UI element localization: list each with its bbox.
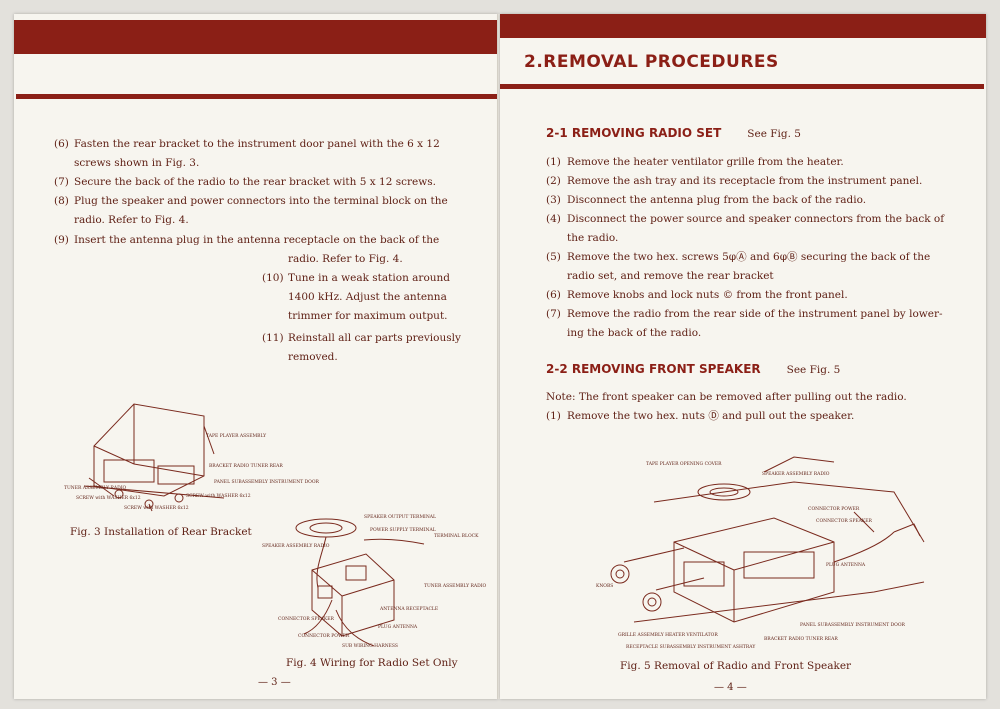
step-text: radio set, and remove the rear bracket [567, 270, 774, 282]
fig4-label: SUB WIRING HARNESS [342, 644, 399, 649]
step-text: Remove the two hex. nuts Ⓓ and pull out … [567, 410, 855, 422]
step-text: Remove the radio from the rear side of t… [567, 308, 943, 320]
fig3-label: SCREW with WASHER 6x12 [124, 506, 189, 511]
step-text: Remove knobs and lock nuts © from the fr… [567, 289, 848, 301]
step-text: Fasten the rear bracket to the instrumen… [74, 138, 440, 150]
fig5-caption: Fig. 5 Removal of Radio and Front Speake… [620, 660, 852, 672]
step-text: trimmer for maximum output. [288, 310, 448, 322]
step-text: Reinstall all car parts previously [288, 332, 461, 344]
step-number: (9) [54, 234, 69, 246]
step-number: (8) [54, 195, 69, 207]
fig3-label: BRACKET RADIO TUNER REAR [209, 464, 283, 469]
step-text: Tune in a weak station around [288, 272, 451, 284]
binding-fold [497, 14, 501, 699]
fig5-label: GRILLE ASSEMBLY HEATER VENTILATOR [618, 633, 718, 638]
fig3-label: TAPE PLAYER ASSEMBLY [206, 434, 267, 439]
fig4-label: TUNER ASSEMBLY RADIO [424, 584, 487, 589]
fig4-caption: Fig. 4 Wiring for Radio Set Only [286, 657, 458, 669]
step-text: Disconnect the power source and speaker … [567, 213, 945, 225]
fig5-label: CONNECTOR POWER [808, 507, 860, 512]
header-rule [16, 94, 498, 99]
fig4-label: SPEAKER ASSEMBLY RADIO [262, 544, 330, 549]
fig5-label: SPEAKER ASSEMBLY RADIO [762, 472, 830, 477]
section-title: 2-1 REMOVING RADIO SET [546, 126, 722, 140]
fig3-caption: Fig. 3 Installation of Rear Bracket [70, 526, 252, 538]
note-text: Note: The front speaker can be removed a… [546, 391, 907, 403]
header-rule [500, 84, 984, 89]
step-text: 1400 kHz. Adjust the antenna [288, 291, 447, 303]
fig5-label: KNOBS [596, 584, 614, 589]
step-text: removed. [288, 351, 338, 363]
section-title: 2-2 REMOVING FRONT SPEAKER [546, 362, 761, 376]
fig4-label: SPEAKER OUTPUT TERMINAL [364, 515, 437, 520]
step-number: (2) [546, 175, 561, 187]
step-text: Secure the back of the radio to the rear… [74, 176, 436, 188]
step-number: (4) [546, 213, 561, 225]
step-text: Disconnect the antenna plug from the bac… [567, 194, 867, 206]
section-2-1-heading: 2-1 REMOVING RADIO SET See Fig. 5 [546, 126, 801, 140]
step-text: ing the back of the radio. [567, 327, 702, 339]
right-page: 2.REMOVAL PROCEDURES 2-1 REMOVING RADIO … [500, 14, 986, 699]
step-text: radio. Refer to Fig. 4. [74, 214, 189, 226]
fig5-illustration [610, 456, 925, 623]
page-number: — 3 — [258, 677, 291, 688]
fig4-label: CONNECTOR SPEAKER [278, 617, 334, 622]
fig3-label: PANEL SUBASSEMBLY INSTRUMENT DOOR [214, 480, 319, 485]
fig3-label: SCREW with WASHER 6x12 [76, 496, 141, 501]
header-band [500, 14, 986, 38]
see-fig-ref: See Fig. 5 [786, 364, 841, 376]
step-number: (7) [54, 176, 69, 188]
step-text: the radio. [567, 232, 619, 244]
left-page: (6) Fasten the rear bracket to the instr… [14, 14, 498, 699]
step-number: (1) [546, 410, 561, 422]
step-number: (1) [546, 156, 561, 168]
see-fig-ref: See Fig. 5 [747, 128, 801, 140]
fig4-label: TERMINAL BLOCK [434, 534, 479, 539]
fig5-label: BRACKET RADIO TUNER REAR [764, 637, 838, 642]
step-text: Remove the ash tray and its receptacle f… [567, 175, 923, 187]
fig3-label: SCREW with WASHER 6x12 [186, 494, 251, 499]
fig5-label: PLUG ANTENNA [826, 563, 866, 568]
page-number: — 4 — [714, 682, 747, 693]
step-number: (5) [546, 251, 561, 263]
fig4-label: POWER SUPPLY TERMINAL [370, 528, 436, 533]
step-text: Insert the antenna plug in the antenna r… [74, 234, 440, 246]
step-text: Remove the two hex. screws 5φⒶ and 6φⒷ s… [567, 251, 931, 263]
fig5-label: CONNECTOR SPEAKER [816, 519, 872, 524]
chapter-title: 2.REMOVAL PROCEDURES [524, 52, 779, 72]
fig5-label: RECEPTACLE SUBASSEMBLY INSTRUMENT ASHTRA… [626, 645, 756, 650]
step-number: (6) [54, 138, 69, 150]
fig4-label: ANTENNA RECEPTACLE [380, 607, 439, 612]
step-text: Plug the speaker and power connectors in… [74, 195, 448, 207]
step-text: radio. Refer to Fig. 4. [288, 253, 403, 265]
step-number: (3) [546, 194, 561, 206]
fig3-label: TUNER ASSEMBLY RADIO [64, 486, 127, 491]
fig4-illustration [295, 518, 425, 647]
fig5-label: PANEL SUBASSEMBLY INSTRUMENT DOOR [800, 623, 905, 628]
step-text: screws shown in Fig. 3. [74, 157, 200, 169]
header-band [14, 20, 498, 54]
fig5-label: TAPE PLAYER OPENING COVER [646, 462, 722, 467]
section-2-2-heading: 2-2 REMOVING FRONT SPEAKER See Fig. 5 [546, 362, 840, 376]
step-text: Remove the heater ventilator grille from… [567, 156, 844, 168]
step-number: (11) [262, 332, 284, 344]
step-number: (7) [546, 308, 561, 320]
step-number: (6) [546, 289, 561, 301]
fig4-label: CONNECTOR POWER [298, 634, 350, 639]
fig4-label: PLUG ANTENNA [378, 625, 418, 630]
step-number: (10) [262, 272, 284, 284]
fig3-illustration [83, 403, 225, 512]
